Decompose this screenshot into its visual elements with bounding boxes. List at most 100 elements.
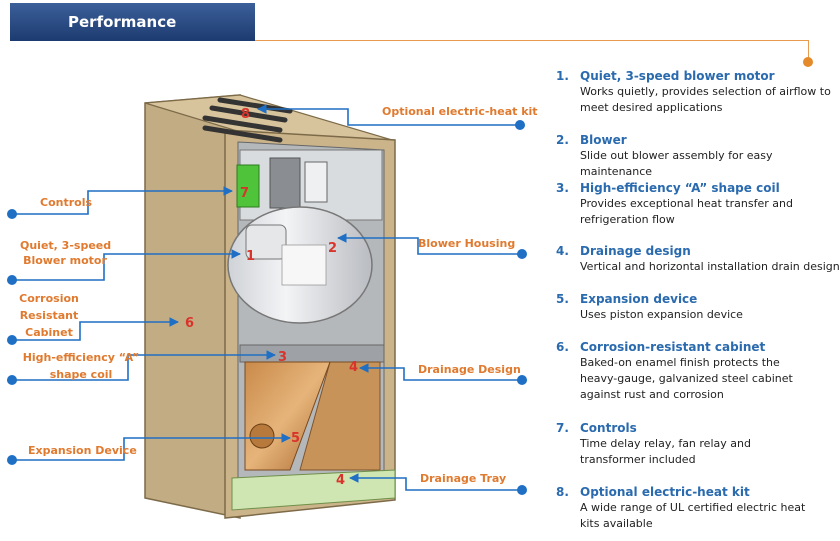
- header-rule-drop: [808, 40, 809, 60]
- feature-title-text: Quiet, 3-speed blower motor: [580, 69, 775, 83]
- feature-description: Baked-on enamel finish protects the heav…: [580, 356, 793, 401]
- feature-title: 4. Drainage design: [556, 243, 840, 259]
- dot-drainage-tray: [517, 485, 527, 495]
- feature-item: 6. Corrosion-resistant cabinet Baked-on e…: [556, 339, 840, 403]
- feature-description: Uses piston expansion device: [580, 308, 743, 321]
- feature-item: 5. Expansion device Uses piston expansion…: [556, 291, 840, 323]
- feature-number: 1.: [556, 69, 569, 83]
- marker-2: 2: [328, 241, 338, 256]
- marker-8: 8: [241, 107, 251, 122]
- feature-description: Vertical and horizontal installation dra…: [580, 260, 840, 273]
- callout-coil: High-efficiency “A” shape coil: [22, 349, 140, 383]
- a-coil-right: [299, 361, 381, 471]
- leader-drainage-design: [359, 363, 522, 381]
- callout-cabinet-line2: Resistant: [19, 309, 79, 322]
- callout-drainage-design: Drainage Design: [418, 363, 521, 376]
- leader-blower-housing: [337, 233, 522, 255]
- section-header: Performance: [10, 3, 255, 41]
- callout-coil-line2: shape coil: [49, 368, 113, 381]
- feature-number: 7.: [556, 421, 569, 435]
- blower-label-plate: [281, 244, 327, 286]
- feature-title: 7. Controls: [556, 420, 840, 436]
- feature-title: 8. Optional electric-heat kit: [556, 484, 840, 500]
- feature-title: 3. High-efficiency “A” shape coil: [556, 180, 840, 196]
- feature-title: 1. Quiet, 3-speed blower motor: [556, 68, 840, 84]
- callout-blower-housing: Blower Housing: [418, 237, 516, 250]
- marker-5: 5: [291, 431, 301, 446]
- marker-6: 6: [185, 316, 195, 331]
- leader-drainage-tray: [349, 473, 522, 491]
- feature-item: 2. Blower Slide out blower assembly for e…: [556, 132, 840, 180]
- feature-title-text: Controls: [580, 421, 637, 435]
- leader-dots: [7, 120, 527, 495]
- relay-block: [269, 157, 301, 209]
- feature-title-text: Blower: [580, 133, 627, 147]
- expansion-valve: [249, 423, 275, 449]
- callout-cabinet-line1: Corrosion: [19, 292, 79, 305]
- feature-number: 2.: [556, 133, 569, 147]
- air-handler-diagram: [7, 94, 527, 519]
- dot-electric-heat: [515, 120, 525, 130]
- callout-coil-line1: High-efficiency “A”: [22, 351, 140, 364]
- feature-title-text: Corrosion-resistant cabinet: [580, 340, 766, 354]
- feature-number: 4.: [556, 244, 569, 258]
- feature-number: 8.: [556, 485, 569, 499]
- callout-blower-motor-line1: Quiet, 3-speed: [20, 239, 112, 252]
- header-rule: [255, 40, 808, 41]
- feature-title: 6. Corrosion-resistant cabinet: [556, 339, 840, 355]
- leader-blower-motor: [12, 249, 241, 281]
- feature-description: Slide out blower assembly for easy maint…: [580, 149, 773, 178]
- feature-title-text: High-efficiency “A” shape coil: [580, 181, 780, 195]
- leader-coil: [12, 350, 276, 381]
- header-title: Performance: [68, 13, 177, 31]
- feature-item: 7. Controls Time delay relay, fan relay a…: [556, 420, 840, 468]
- dot-cabinet: [7, 335, 17, 345]
- callout-blower-motor-line2: Blower motor: [23, 254, 107, 267]
- feature-number: 6.: [556, 340, 569, 354]
- feature-title: 5. Expansion device: [556, 291, 840, 307]
- feature-description: Provides exceptional heat transfer and r…: [580, 197, 793, 226]
- control-board: [236, 164, 260, 208]
- blower-motor: [245, 224, 287, 260]
- feature-item: 1. Quiet, 3-speed blower motor Works quie…: [556, 68, 840, 116]
- coil-drain-pan: [239, 344, 385, 363]
- feature-title-text: Drainage design: [580, 244, 691, 258]
- leader-controls: [12, 186, 233, 215]
- marker-3: 3: [278, 350, 288, 365]
- feature-item: 8. Optional electric-heat kit A wide rang…: [556, 484, 840, 532]
- feature-title: 2. Blower: [556, 132, 840, 148]
- dot-blower-motor: [7, 275, 17, 285]
- dot-coil: [7, 375, 17, 385]
- feature-item: 3. High-efficiency “A” shape coil Provide…: [556, 180, 840, 228]
- marker-7: 7: [240, 186, 250, 201]
- marker-1: 1: [246, 249, 256, 264]
- feature-description: Works quietly, provides selection of air…: [580, 85, 831, 114]
- callout-cabinet-line3: Cabinet: [25, 326, 73, 339]
- dot-controls: [7, 209, 17, 219]
- marker-4-tray: 4: [336, 473, 346, 488]
- leader-expansion-device: [12, 433, 291, 461]
- callout-controls: Controls: [40, 196, 93, 209]
- feature-number: 5.: [556, 292, 569, 306]
- callout-cabinet: Corrosion Resistant Cabinet: [16, 290, 82, 341]
- feature-number: 3.: [556, 181, 569, 195]
- feature-title-text: Optional electric-heat kit: [580, 485, 750, 499]
- callout-drainage-tray: Drainage Tray: [420, 472, 507, 485]
- dot-drainage-design: [517, 375, 527, 385]
- callout-expansion-device: Expansion Device: [28, 444, 137, 457]
- terminal-block: [304, 161, 328, 203]
- header-rule-dot: [803, 57, 813, 67]
- feature-item: 4. Drainage design Vertical and horizonta…: [556, 243, 840, 275]
- marker-4-drain: 4: [349, 360, 359, 375]
- leader-electric-heat: [257, 104, 520, 126]
- dot-blower-housing: [517, 249, 527, 259]
- callout-blower-motor: Quiet, 3-speed Blower motor: [20, 238, 112, 268]
- dot-expansion-device: [7, 455, 17, 465]
- air-handler-unit: [144, 94, 396, 519]
- leader-cabinet: [12, 317, 179, 341]
- feature-description: A wide range of UL certified electric he…: [580, 501, 806, 530]
- feature-title-text: Expansion device: [580, 292, 698, 306]
- leader-lines: [12, 104, 522, 491]
- feature-description: Time delay relay, fan relay and transfor…: [580, 437, 751, 466]
- callout-electric-heat: Optional electric-heat kit: [382, 105, 538, 118]
